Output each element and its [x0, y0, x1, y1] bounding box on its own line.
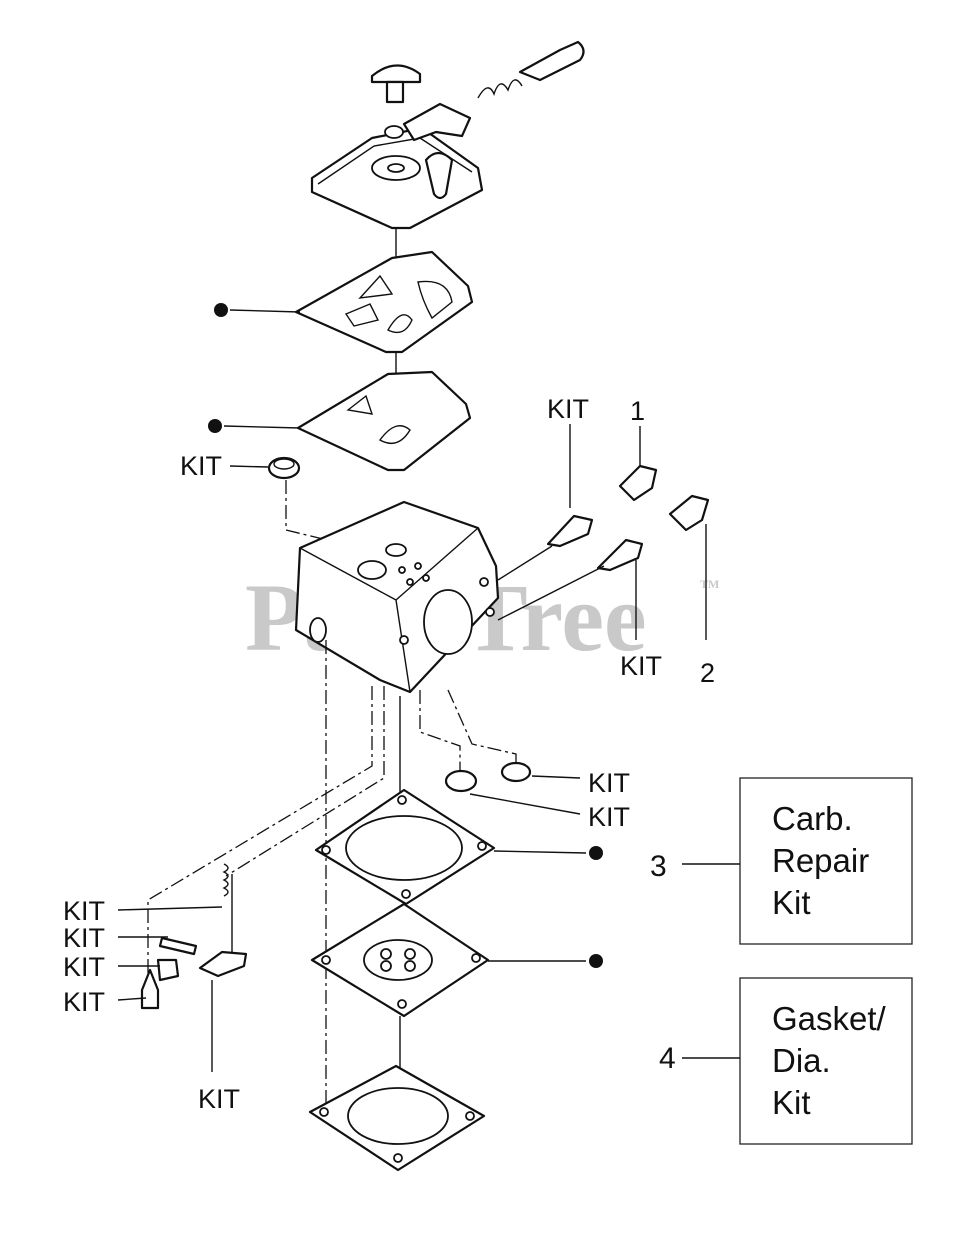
- bullet-dot: [208, 419, 222, 433]
- callout-ref: 4: [659, 1042, 676, 1075]
- kit-label: KIT: [588, 802, 630, 832]
- needle-upper: [546, 514, 594, 548]
- kit-box-line: Repair: [772, 842, 869, 879]
- kit-label: KIT: [63, 987, 105, 1017]
- kit-box-line: Dia.: [772, 1042, 831, 1079]
- screen-right: [500, 761, 532, 783]
- metering-gasket: [314, 788, 496, 906]
- pin: [158, 936, 198, 956]
- inlet-needle: [156, 958, 180, 982]
- screen-left: [444, 769, 478, 793]
- kit-box-line: Carb.: [772, 800, 853, 837]
- bullet-dot: [589, 846, 603, 860]
- watermark-tm: TM: [700, 577, 719, 591]
- metering-diaphragm: [310, 902, 490, 1018]
- gasket-lower: [296, 370, 472, 472]
- carb-body: [294, 500, 500, 694]
- kit-label: KIT: [63, 923, 105, 953]
- bullet-dot: [214, 303, 228, 317]
- kit-label: KIT: [588, 768, 630, 798]
- inlet-needle-spring: [222, 863, 229, 897]
- callout-ref: 2: [700, 658, 715, 688]
- adjust-screw-top: [370, 64, 422, 104]
- filter-screen: [267, 456, 301, 480]
- kit-label: KIT: [547, 394, 589, 424]
- kit-label: KIT: [63, 896, 105, 926]
- gasket-upper: [294, 250, 474, 354]
- metering-cover: [308, 1064, 486, 1172]
- kit-label: KIT: [198, 1084, 240, 1114]
- carb-cover: [310, 126, 484, 230]
- kit-box-gasket-dia: Gasket/ Dia. Kit: [739, 977, 913, 1145]
- metering-lever: [198, 950, 248, 978]
- kit-box-carb-repair: Carb. Repair Kit: [739, 777, 913, 945]
- kit-label: KIT: [63, 952, 105, 982]
- bullet-dot: [589, 954, 603, 968]
- spring-and-needle: [477, 40, 585, 99]
- needle-lower: [596, 538, 644, 572]
- fuel-needle: [140, 968, 160, 1010]
- lever-arm: [384, 102, 472, 142]
- kit-box-line: Kit: [772, 884, 811, 921]
- callout-ref: 1: [630, 396, 645, 426]
- kit-box-line: Gasket/: [772, 1000, 887, 1037]
- kit-box-line: Kit: [772, 1084, 811, 1121]
- kit-label: KIT: [620, 651, 662, 681]
- limiter-cap-1: [618, 464, 658, 502]
- kit-label: KIT: [180, 451, 222, 481]
- callout-ref: 3: [650, 850, 667, 883]
- limiter-cap-2: [668, 494, 710, 532]
